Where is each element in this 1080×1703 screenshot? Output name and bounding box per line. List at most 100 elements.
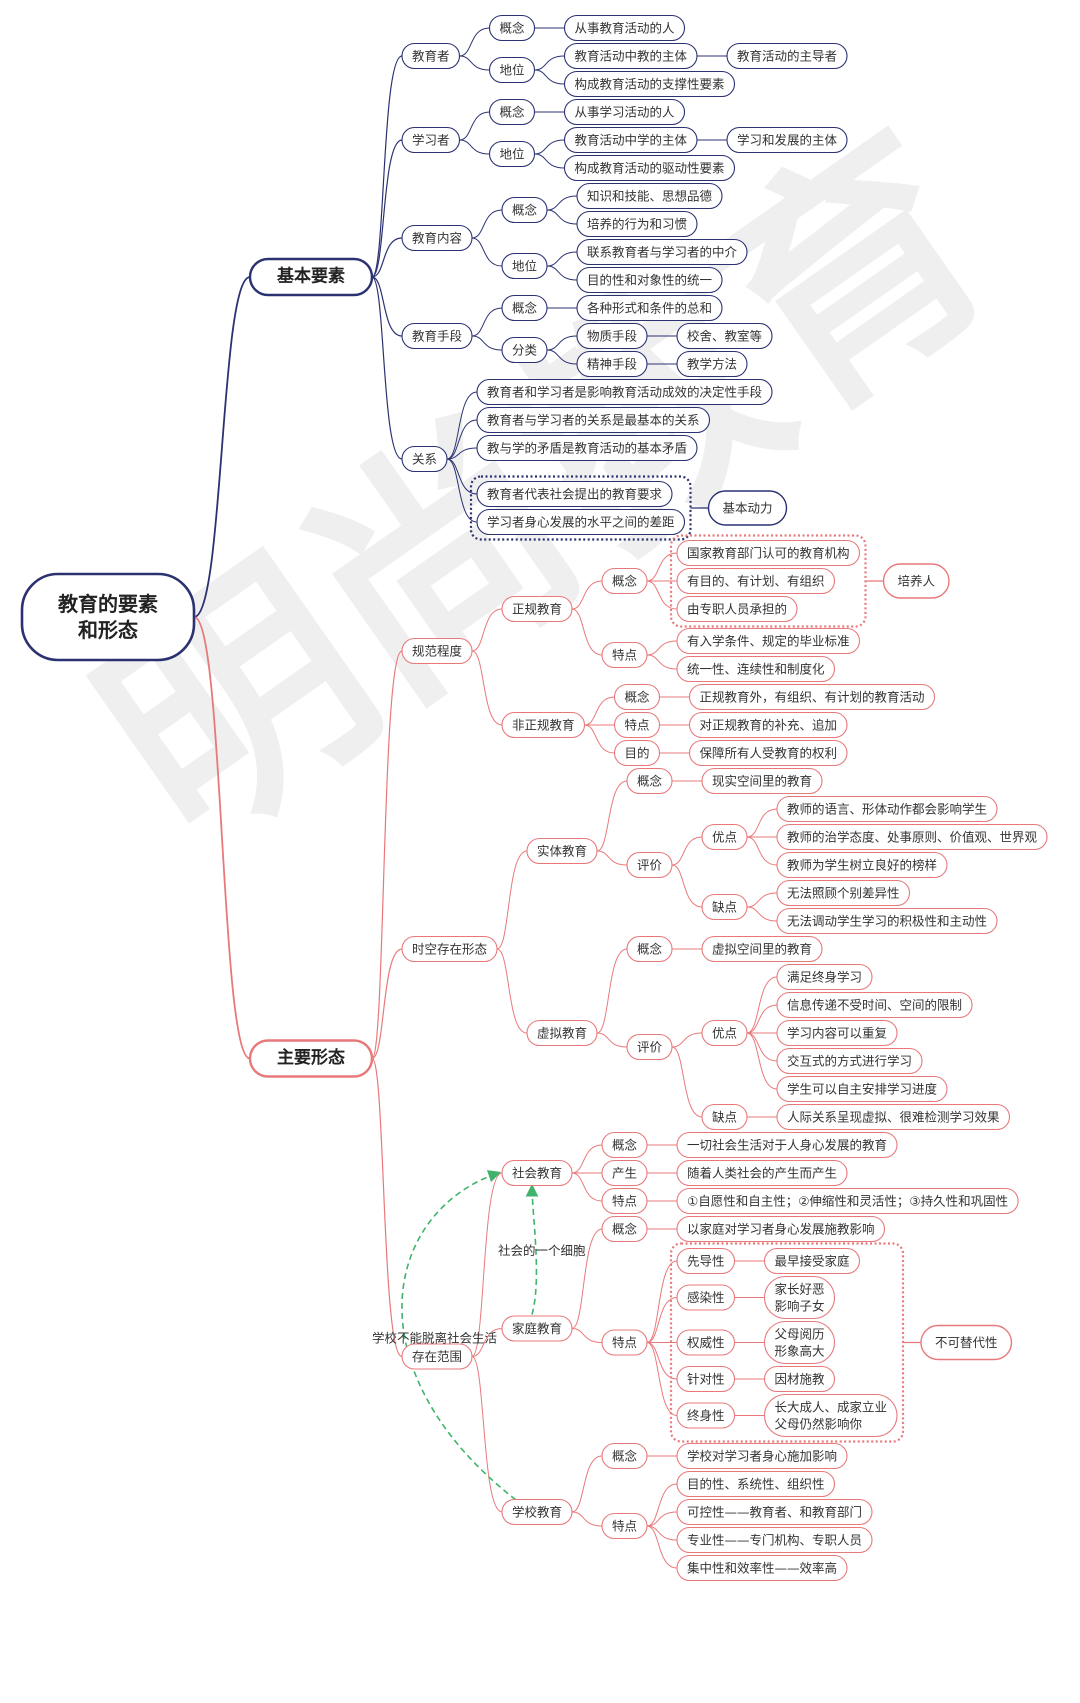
node-精神手段[interactable]: 精神手段 — [576, 350, 648, 378]
node-构成教育活动的驱动性要素[interactable]: 构成教育活动的驱动性要素 — [563, 154, 736, 182]
node-教育活动中学的主体[interactable]: 教育活动中学的主体 — [563, 126, 698, 154]
node-概念[interactable]: 概念 — [601, 567, 648, 595]
node-学校对学习者身心施加影响[interactable]: 学校对学习者身心施加影响 — [676, 1442, 848, 1470]
node-教育手段[interactable]: 教育手段 — [401, 322, 473, 350]
node-教与学的矛盾是教育活动的基本矛盾[interactable]: 教与学的矛盾是教育活动的基本矛盾 — [476, 434, 698, 462]
node-学生可以自主安排学习进度[interactable]: 学生可以自主安排学习进度 — [776, 1075, 948, 1103]
node-信息传递不受时间、空间的限制[interactable]: 信息传递不受时间、空间的限制 — [776, 991, 973, 1019]
node-教师的语言、形体动作都会影响学生[interactable]: 教师的语言、形体动作都会影响学生 — [776, 795, 998, 823]
node-虚拟教育[interactable]: 虚拟教育 — [526, 1019, 598, 1047]
node-教育者与学习者的关系是最基本的关系[interactable]: 教育者与学习者的关系是最基本的关系 — [476, 406, 711, 434]
node-实体教育[interactable]: 实体教育 — [526, 837, 598, 865]
node-评价[interactable]: 评价 — [626, 851, 673, 879]
node-概念[interactable]: 概念 — [613, 683, 661, 711]
node-可控性——教育者、和教育部门[interactable]: 可控性——教育者、和教育部门 — [676, 1498, 873, 1526]
node-教育内容[interactable]: 教育内容 — [401, 224, 473, 252]
node-人际关系呈现虚拟、很难检测学习效果[interactable]: 人际关系呈现虚拟、很难检测学习效果 — [776, 1103, 1011, 1131]
node-①自愿性和自主性；②伸缩性和灵活性；③持久性和巩固性[interactable]: ①自愿性和自主性；②伸缩性和灵活性；③持久性和巩固性 — [676, 1187, 1019, 1215]
node-物质手段[interactable]: 物质手段 — [576, 322, 648, 350]
node-因材施教[interactable]: 因材施教 — [763, 1365, 836, 1393]
node-教育者和学习者是影响教育活动成效的决定性手段[interactable]: 教育者和学习者是影响教育活动成效的决定性手段 — [476, 378, 773, 406]
node-以家庭对学习者身心发展施教影响[interactable]: 以家庭对学习者身心发展施教影响 — [676, 1215, 886, 1243]
node-评价[interactable]: 评价 — [626, 1033, 673, 1061]
node-统一性、连续性和制度化[interactable]: 统一性、连续性和制度化 — [676, 655, 836, 683]
node-学习内容可以重复[interactable]: 学习内容可以重复 — [776, 1019, 898, 1047]
node-概念[interactable]: 概念 — [501, 196, 548, 224]
node-对正规教育的补充、追加[interactable]: 对正规教育的补充、追加 — [688, 711, 848, 739]
node-先导性[interactable]: 先导性 — [676, 1247, 736, 1275]
node-非正规教育[interactable]: 非正规教育 — [501, 711, 586, 739]
node-从事教育活动的人[interactable]: 从事教育活动的人 — [563, 14, 686, 42]
node-规范程度[interactable]: 规范程度 — [401, 637, 473, 665]
node-针对性[interactable]: 针对性 — [676, 1365, 736, 1393]
summary-node-dl[interactable]: 基本动力 — [707, 490, 788, 526]
node-国家教育部门认可的教育机构[interactable]: 国家教育部门认可的教育机构 — [676, 539, 861, 567]
node-存在范围[interactable]: 存在范围 — [401, 1343, 473, 1370]
summary-node-py[interactable]: 培养人 — [882, 563, 950, 599]
node-概念[interactable]: 概念 — [601, 1131, 648, 1159]
node-缺点[interactable]: 缺点 — [701, 1103, 748, 1131]
node-特点[interactable]: 特点 — [601, 1187, 648, 1215]
node-无法调动学生学习的积极性和主动性[interactable]: 无法调动学生学习的积极性和主动性 — [776, 907, 998, 935]
node-教育者[interactable]: 教育者 — [401, 42, 461, 70]
node-地位[interactable]: 地位 — [501, 252, 548, 280]
node-教师的治学态度、处事原则、价值观、世界观[interactable]: 教师的治学态度、处事原则、价值观、世界观 — [776, 823, 1048, 851]
node-最早接受家庭[interactable]: 最早接受家庭 — [763, 1247, 861, 1275]
node-终身性[interactable]: 终身性 — [676, 1402, 736, 1429]
node-知识和技能、思想品德[interactable]: 知识和技能、思想品德 — [576, 182, 723, 210]
node-从事学习活动的人[interactable]: 从事学习活动的人 — [563, 98, 686, 126]
node-目的性、系统性、组织性[interactable]: 目的性、系统性、组织性 — [676, 1470, 836, 1498]
node-产生[interactable]: 产生 — [601, 1159, 648, 1187]
node-概念[interactable]: 概念 — [488, 14, 536, 42]
node-概念[interactable]: 概念 — [501, 294, 548, 322]
summary-node-bk[interactable]: 不可替代性 — [920, 1324, 1013, 1361]
node-概念[interactable]: 概念 — [488, 98, 536, 126]
node-学习者[interactable]: 学习者 — [401, 126, 461, 154]
node-优点[interactable]: 优点 — [701, 823, 748, 851]
node-缺点[interactable]: 缺点 — [701, 893, 748, 921]
node-教育活动中教的主体[interactable]: 教育活动中教的主体 — [563, 42, 698, 70]
node-地位[interactable]: 地位 — [488, 140, 536, 168]
branch-basic-elements[interactable]: 基本要素 — [248, 257, 374, 297]
node-学校教育[interactable]: 学校教育 — [501, 1498, 573, 1526]
node-特点[interactable]: 特点 — [601, 1512, 648, 1540]
node-无法照顾个别差异性[interactable]: 无法照顾个别差异性 — [776, 879, 911, 907]
node-教育者代表社会提出的教育要求[interactable]: 教育者代表社会提出的教育要求 — [476, 480, 673, 508]
node-有入学条件、规定的毕业标准[interactable]: 有入学条件、规定的毕业标准 — [676, 627, 861, 655]
node-教师为学生树立良好的榜样[interactable]: 教师为学生树立良好的榜样 — [776, 851, 948, 879]
node-集中性和效率性——效率高[interactable]: 集中性和效率性——效率高 — [676, 1554, 848, 1582]
node-交互式的方式进行学习[interactable]: 交互式的方式进行学习 — [776, 1047, 923, 1075]
node-优点[interactable]: 优点 — [701, 1019, 748, 1047]
node-分类[interactable]: 分类 — [501, 336, 548, 364]
node-一切社会生活对于人身心发展的教育[interactable]: 一切社会生活对于人身心发展的教育 — [676, 1131, 898, 1159]
node-构成教育活动的支撑性要素[interactable]: 构成教育活动的支撑性要素 — [563, 70, 736, 98]
node-感染性[interactable]: 感染性 — [676, 1284, 736, 1311]
node-正规教育[interactable]: 正规教育 — [501, 595, 573, 623]
node-目的[interactable]: 目的 — [613, 739, 661, 767]
node-教学方法[interactable]: 教学方法 — [676, 350, 748, 378]
node-学习和发展的主体[interactable]: 学习和发展的主体 — [726, 126, 848, 154]
node-特点[interactable]: 特点 — [601, 1329, 648, 1356]
node-保障所有人受教育的权利[interactable]: 保障所有人受教育的权利 — [688, 739, 848, 767]
node-有目的、有计划、有组织[interactable]: 有目的、有计划、有组织 — [676, 567, 836, 595]
node-特点[interactable]: 特点 — [601, 641, 648, 669]
node-校舍、教室等[interactable]: 校舍、教室等 — [676, 322, 773, 350]
node-培养的行为和习惯[interactable]: 培养的行为和习惯 — [576, 210, 698, 238]
node-随着人类社会的产生而产生[interactable]: 随着人类社会的产生而产生 — [676, 1159, 848, 1187]
node-虚拟空间里的教育[interactable]: 虚拟空间里的教育 — [701, 935, 823, 963]
node-时空存在形态[interactable]: 时空存在形态 — [401, 935, 498, 963]
node-概念[interactable]: 概念 — [601, 1215, 648, 1243]
node-目的性和对象性的统一[interactable]: 目的性和对象性的统一 — [576, 266, 723, 294]
node-联系教育者与学习者的中介[interactable]: 联系教育者与学习者的中介 — [576, 238, 748, 266]
branch-main-forms[interactable]: 主要形态 — [248, 1039, 374, 1078]
node-社会教育[interactable]: 社会教育 — [501, 1159, 573, 1187]
node-概念[interactable]: 概念 — [626, 935, 673, 963]
node-教育活动的主导者[interactable]: 教育活动的主导者 — [726, 42, 848, 70]
node-学习者身心发展的水平之间的差距[interactable]: 学习者身心发展的水平之间的差距 — [476, 508, 686, 536]
node-关系[interactable]: 关系 — [401, 445, 448, 473]
node-由专职人员承担的[interactable]: 由专职人员承担的 — [676, 595, 798, 623]
node-专业性——专门机构、专职人员[interactable]: 专业性——专门机构、专职人员 — [676, 1526, 873, 1554]
